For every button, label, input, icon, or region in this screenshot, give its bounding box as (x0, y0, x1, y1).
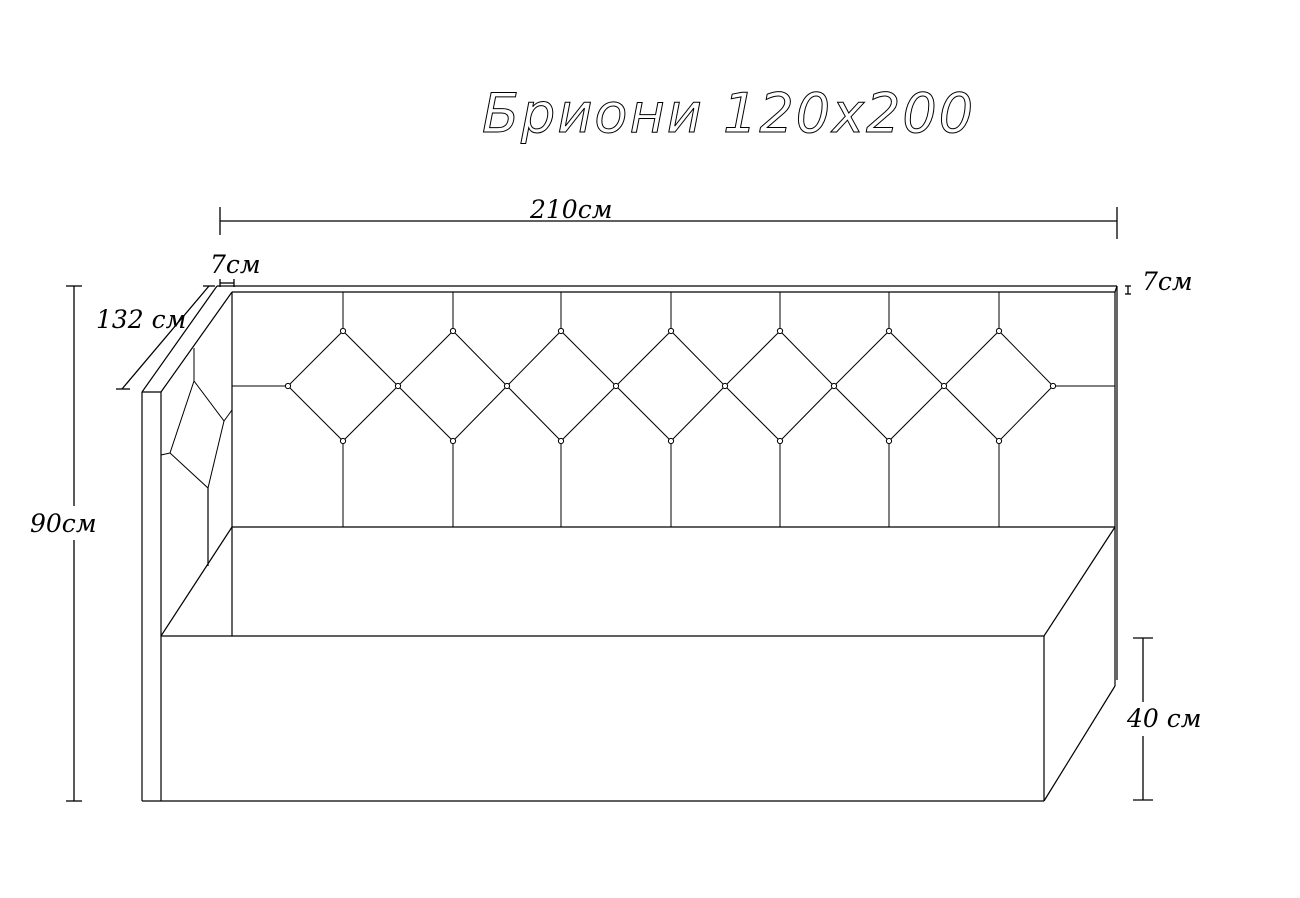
dimension-total-width: 210см (219, 195, 1118, 239)
armrest-left-label: 7см (210, 250, 261, 279)
backrest-tufting (232, 292, 1115, 527)
drawing-title: Бриони 120х200 (482, 82, 975, 145)
dimension-armrest-right: 7см (1125, 267, 1193, 296)
depth-label: 132 см (96, 305, 186, 334)
dimension-armrest-left: 7см (210, 250, 261, 287)
armrest-tufting (160, 348, 233, 489)
seat-height-label: 40 см (1126, 704, 1202, 733)
dimension-seat-height: 40 см (1125, 637, 1202, 801)
dimension-depth: 132 см (96, 285, 215, 390)
dimension-height: 90см (28, 285, 97, 802)
height-label: 90см (30, 509, 97, 538)
sofa-outline (141, 285, 1118, 802)
armrest-right-label: 7см (1142, 267, 1193, 296)
total-width-label: 210см (529, 195, 612, 224)
